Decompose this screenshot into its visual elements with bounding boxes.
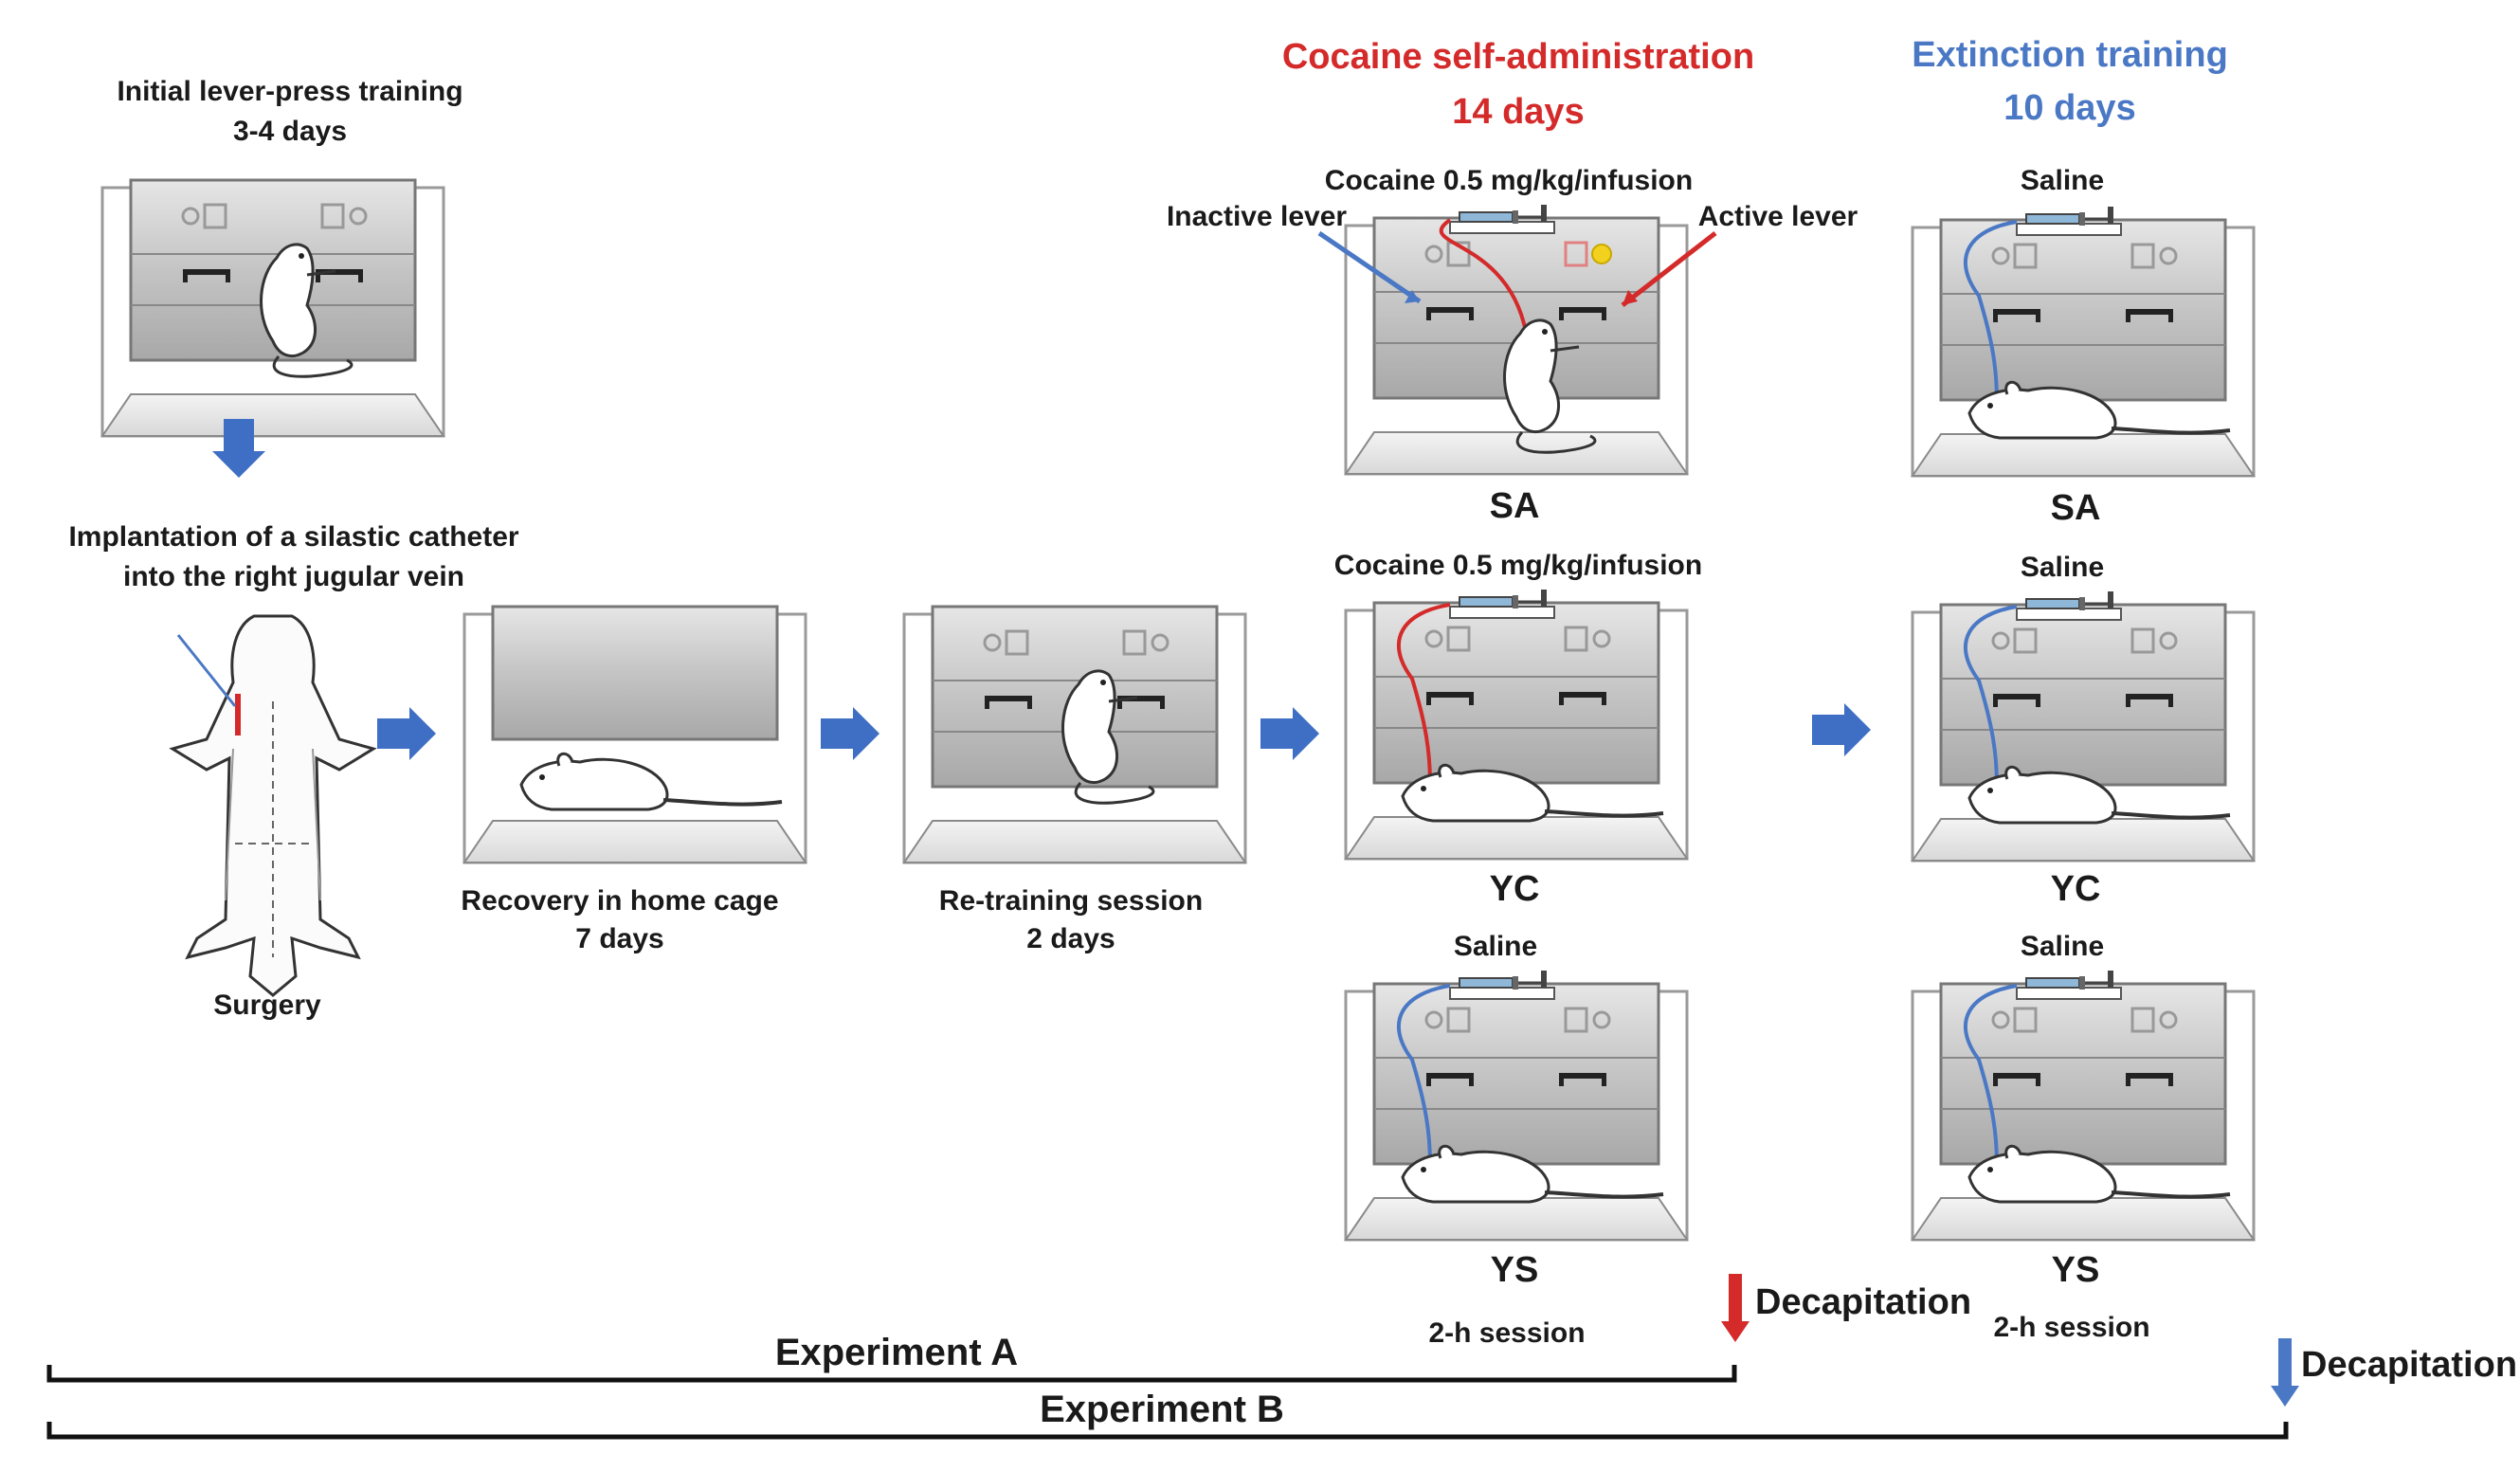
group-label-sa-1: SA xyxy=(1490,486,1540,526)
self-admin-duration: 14 days xyxy=(1452,92,1584,132)
ext-saline-label-yc: Saline xyxy=(2021,552,2104,583)
decapitation-label-a: Decapitation xyxy=(1755,1282,1971,1322)
arrow-to-retraining xyxy=(821,707,879,760)
surgery-label: Surgery xyxy=(213,990,321,1021)
cocaine-infusion-label-sa: Cocaine 0.5 mg/kg/infusion xyxy=(1325,165,1693,196)
retraining-title: Re-training session xyxy=(939,885,1203,917)
decapitation-arrow-a xyxy=(1721,1274,1749,1342)
arrow-to-self-admin xyxy=(1260,707,1319,760)
ext-saline-label-sa: Saline xyxy=(2021,165,2104,196)
operant-chamber-sa-2 xyxy=(1911,205,2256,478)
active-lever-label: Active lever xyxy=(1698,201,1858,232)
experiment-a-label: Experiment A xyxy=(775,1332,1018,1373)
self-admin-title: Cocaine self-administration xyxy=(1282,37,1754,77)
group-label-ys-1: YS xyxy=(1491,1250,1539,1290)
experiment-a-bracket xyxy=(46,1365,1737,1383)
group-label-yc-2: YC xyxy=(2051,869,2101,909)
saline-label-ys: Saline xyxy=(1454,931,1537,962)
operant-chamber-initial xyxy=(100,178,445,438)
ext-saline-label-ys: Saline xyxy=(2021,931,2104,962)
group-label-sa-2: SA xyxy=(2051,488,2101,528)
decapitation-label-b: Decapitation xyxy=(2301,1345,2517,1385)
surgery-rat-illustration xyxy=(169,614,377,997)
recovery-duration: 7 days xyxy=(575,923,663,954)
extinction-title: Extinction training xyxy=(1912,35,2228,75)
initial-training-duration: 3-4 days xyxy=(233,116,347,147)
group-label-yc-1: YC xyxy=(1490,869,1540,909)
decapitation-arrow-b xyxy=(2271,1338,2299,1407)
catheter-site xyxy=(235,694,241,736)
extinction-session: 2-h session xyxy=(1993,1312,2149,1343)
arrow-to-recovery xyxy=(377,707,436,760)
home-cage xyxy=(462,605,807,864)
cocaine-infusion-label-yc: Cocaine 0.5 mg/kg/infusion xyxy=(1334,550,1702,581)
group-label-ys-2: YS xyxy=(2052,1250,2100,1290)
operant-chamber-ys-1 xyxy=(1344,969,1689,1242)
initial-training-title: Initial lever-press training xyxy=(117,76,462,107)
inactive-lever-label: Inactive lever xyxy=(1167,201,1347,232)
inactive-lever-pointer xyxy=(1317,230,1422,304)
operant-chamber-sa-1 xyxy=(1344,203,1689,476)
implantation-label-line1: Implantation of a silastic catheter xyxy=(68,521,518,553)
experiment-b-label: Experiment B xyxy=(1040,1389,1284,1430)
implantation-label-line2: into the right jugular vein xyxy=(123,561,464,592)
operant-chamber-yc-1 xyxy=(1344,588,1689,861)
recovery-title: Recovery in home cage xyxy=(461,885,778,917)
arrow-to-extinction xyxy=(1812,703,1871,756)
operant-chamber-retraining xyxy=(902,605,1247,864)
experiment-b-bracket xyxy=(46,1422,2289,1440)
retraining-duration: 2 days xyxy=(1026,923,1115,954)
self-admin-session: 2-h session xyxy=(1428,1317,1585,1349)
operant-chamber-yc-2 xyxy=(1911,590,2256,863)
operant-chamber-ys-2 xyxy=(1911,969,2256,1242)
extinction-duration: 10 days xyxy=(2003,88,2135,128)
cue-light-on xyxy=(1591,244,1612,264)
active-lever-pointer xyxy=(1621,231,1717,307)
